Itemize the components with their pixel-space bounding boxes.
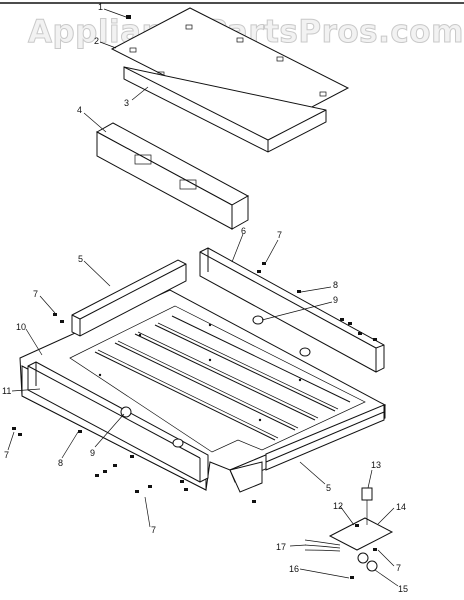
callout-9-front: 9 (90, 448, 95, 458)
callout-4: 4 (77, 105, 82, 115)
callout-7-left: 7 (33, 289, 38, 299)
leader-lines (7, 8, 399, 587)
callout-5-left: 5 (78, 254, 83, 264)
part-screw-1 (126, 15, 131, 19)
callout-13: 13 (371, 460, 381, 470)
part-screws (12, 262, 377, 503)
callout-labels: 1 2 3 4 5 6 7 8 9 7 10 11 7 8 9 7 5 13 1… (2, 2, 408, 594)
callout-8-top: 8 (333, 280, 338, 290)
part-side-rail-right (199, 247, 385, 373)
callout-5-right: 5 (326, 483, 331, 493)
callout-8-front: 8 (58, 458, 63, 468)
callout-17: 17 (276, 542, 286, 552)
callout-11: 11 (2, 386, 11, 396)
part-hinge-assembly (304, 487, 394, 579)
callout-12: 12 (333, 501, 343, 511)
part-front-rail (27, 361, 209, 483)
callout-16: 16 (289, 564, 299, 574)
callout-7-hinge: 7 (396, 563, 401, 573)
part-side-rail-left (71, 259, 187, 337)
callout-1: 1 (98, 2, 103, 12)
part-insulation-pad (123, 66, 327, 153)
callout-10: 10 (16, 322, 26, 332)
callout-2: 2 (94, 36, 99, 46)
watermark-logo: AppliancePartsPros.com (28, 14, 464, 50)
part-foam-block (95, 122, 250, 230)
part-rear-rail (265, 404, 385, 471)
callout-9-top: 9 (333, 295, 338, 305)
callout-6: 6 (241, 226, 246, 236)
callout-3: 3 (124, 98, 129, 108)
callout-14: 14 (396, 502, 406, 512)
callout-7-top: 7 (277, 230, 282, 240)
callout-15: 15 (398, 584, 408, 594)
callout-7-front: 7 (4, 450, 9, 460)
callout-7-bottom: 7 (151, 525, 156, 535)
